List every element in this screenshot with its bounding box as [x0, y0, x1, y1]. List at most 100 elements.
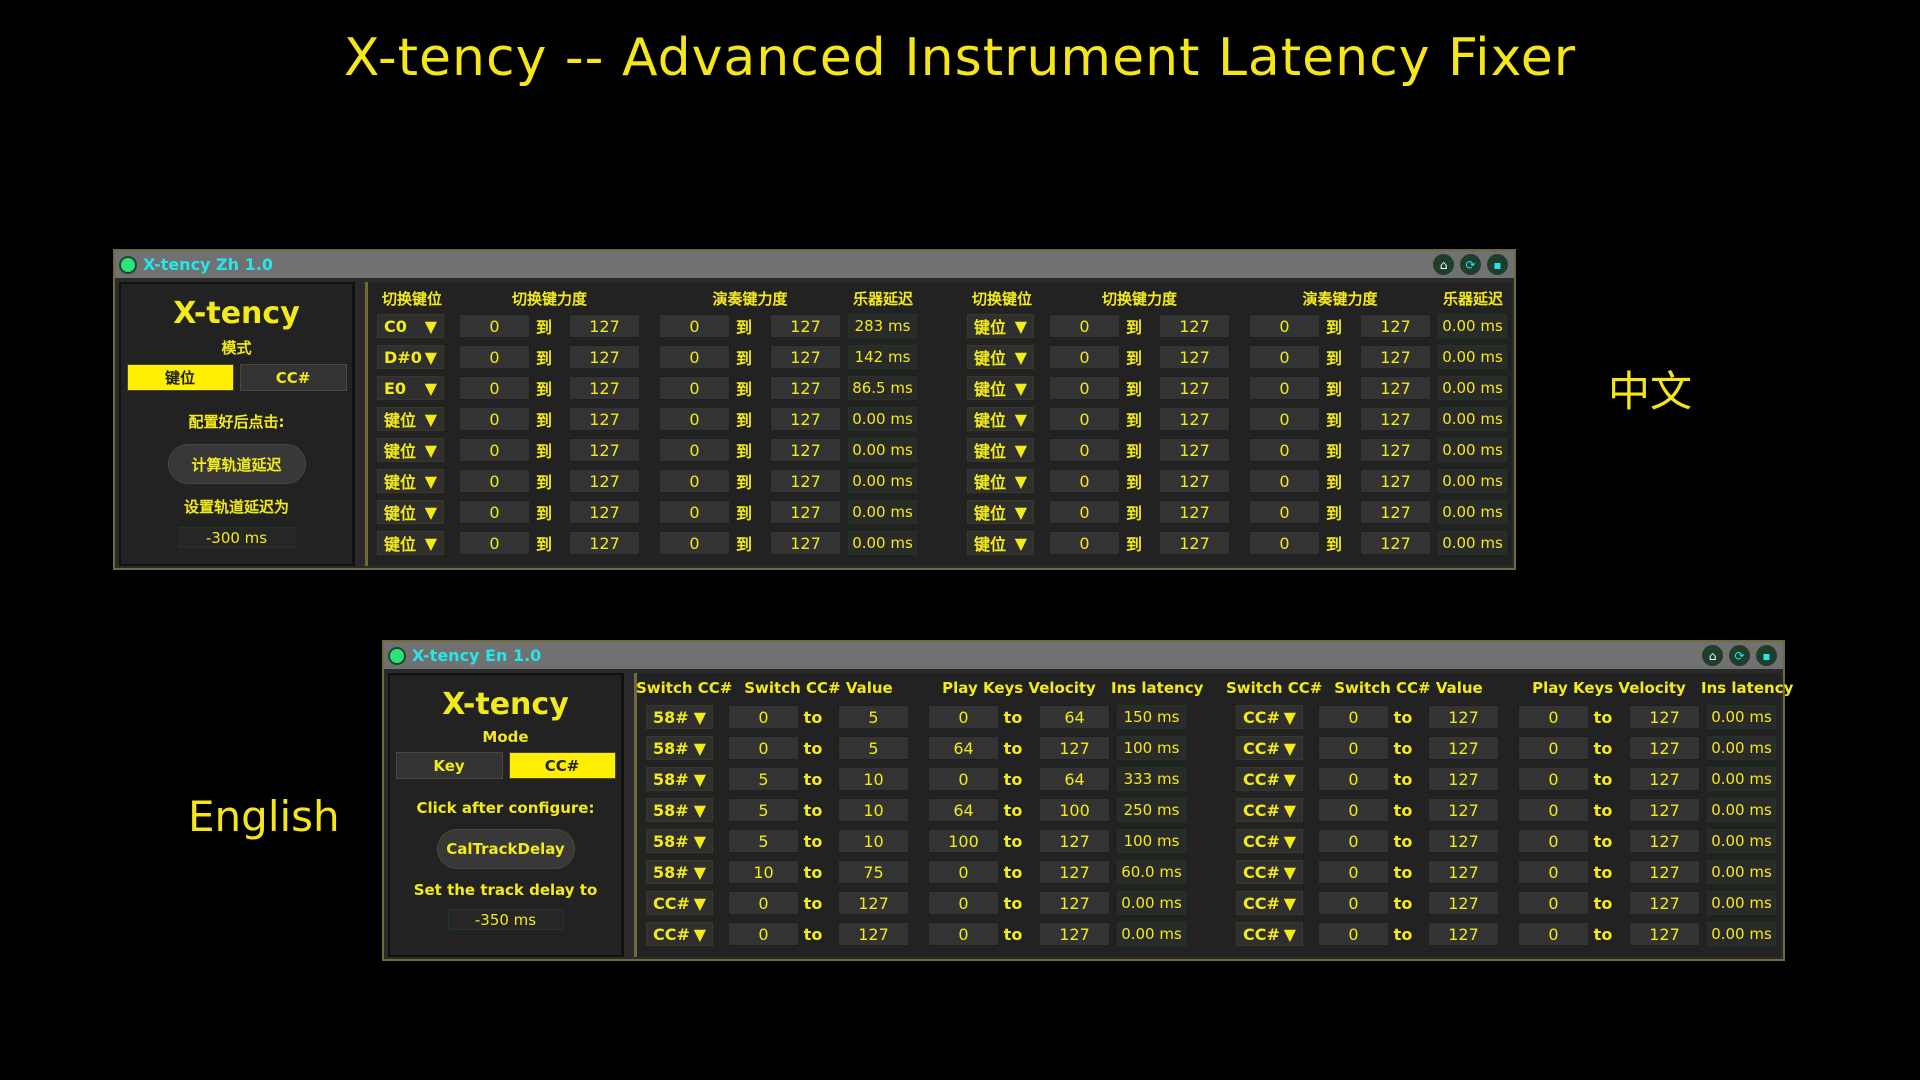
switch-min-input[interactable]: 0 [459, 469, 530, 493]
velocity-max-input[interactable]: 127 [1039, 829, 1110, 853]
latency-input[interactable]: 0.00 ms [1707, 922, 1776, 946]
switch-max-input[interactable]: 127 [569, 314, 640, 338]
switch-max-input[interactable]: 127 [838, 891, 909, 915]
switch-max-input[interactable]: 5 [838, 736, 909, 760]
switch-select[interactable]: CC#▼ [646, 891, 713, 915]
switch-min-input[interactable]: 0 [1318, 829, 1389, 853]
switch-min-input[interactable]: 5 [728, 767, 799, 791]
switch-select[interactable]: 键位▼ [967, 407, 1034, 431]
latency-input[interactable]: 0.00 ms [1117, 891, 1186, 915]
switch-select[interactable]: CC#▼ [1236, 829, 1303, 853]
switch-min-input[interactable]: 0 [1318, 798, 1389, 822]
velocity-min-input[interactable]: 0 [659, 531, 730, 555]
velocity-max-input[interactable]: 64 [1039, 705, 1110, 729]
velocity-max-input[interactable]: 127 [1039, 891, 1110, 915]
switch-min-input[interactable]: 0 [728, 705, 799, 729]
latency-input[interactable]: 100 ms [1117, 829, 1186, 853]
latency-input[interactable]: 0.00 ms [1438, 438, 1507, 462]
mode-button-0[interactable]: 键位 [126, 364, 234, 391]
refresh-icon[interactable]: ⟳ [1729, 645, 1750, 666]
velocity-min-input[interactable]: 0 [1518, 891, 1589, 915]
velocity-max-input[interactable]: 127 [770, 376, 841, 400]
switch-max-input[interactable]: 127 [1428, 860, 1499, 884]
velocity-min-input[interactable]: 0 [659, 376, 730, 400]
switch-select[interactable]: 键位▼ [967, 314, 1034, 338]
velocity-max-input[interactable]: 127 [1629, 922, 1700, 946]
switch-min-input[interactable]: 0 [1318, 767, 1389, 791]
velocity-min-input[interactable]: 0 [659, 500, 730, 524]
switch-max-input[interactable]: 127 [569, 469, 640, 493]
velocity-min-input[interactable]: 100 [928, 829, 999, 853]
switch-select[interactable]: 键位▼ [377, 438, 444, 462]
velocity-min-input[interactable]: 0 [659, 407, 730, 431]
velocity-min-input[interactable]: 0 [1249, 314, 1320, 338]
latency-input[interactable]: 250 ms [1117, 798, 1186, 822]
velocity-max-input[interactable]: 127 [1360, 376, 1431, 400]
switch-max-input[interactable]: 127 [1428, 922, 1499, 946]
switch-select[interactable]: 键位▼ [377, 531, 444, 555]
switch-select[interactable]: C0▼ [377, 314, 444, 338]
velocity-min-input[interactable]: 0 [1249, 345, 1320, 369]
latency-input[interactable]: 0.00 ms [1438, 407, 1507, 431]
latency-input[interactable]: 0.00 ms [1438, 314, 1507, 338]
switch-min-input[interactable]: 0 [728, 891, 799, 915]
switch-max-input[interactable]: 127 [1428, 798, 1499, 822]
switch-max-input[interactable]: 127 [1159, 314, 1230, 338]
latency-input[interactable]: 0.00 ms [848, 438, 917, 462]
switch-min-input[interactable]: 0 [459, 376, 530, 400]
velocity-max-input[interactable]: 127 [1629, 798, 1700, 822]
switch-select[interactable]: 键位▼ [967, 345, 1034, 369]
switch-select[interactable]: 58#▼ [646, 798, 713, 822]
switch-min-input[interactable]: 0 [1049, 407, 1120, 431]
switch-min-input[interactable]: 0 [1049, 469, 1120, 493]
latency-input[interactable]: 0.00 ms [848, 531, 917, 555]
switch-min-input[interactable]: 0 [1049, 438, 1120, 462]
switch-max-input[interactable]: 10 [838, 798, 909, 822]
velocity-max-input[interactable]: 127 [1360, 500, 1431, 524]
latency-input[interactable]: 150 ms [1117, 705, 1186, 729]
link-icon[interactable]: ⌂ [1702, 645, 1723, 666]
switch-min-input[interactable]: 10 [728, 860, 799, 884]
switch-min-input[interactable]: 0 [459, 345, 530, 369]
velocity-min-input[interactable]: 0 [928, 767, 999, 791]
velocity-max-input[interactable]: 127 [1039, 736, 1110, 760]
latency-input[interactable]: 142 ms [848, 345, 917, 369]
switch-max-input[interactable]: 127 [1428, 767, 1499, 791]
velocity-max-input[interactable]: 127 [1629, 860, 1700, 884]
velocity-max-input[interactable]: 127 [1629, 829, 1700, 853]
velocity-min-input[interactable]: 0 [928, 922, 999, 946]
switch-select[interactable]: 键位▼ [967, 438, 1034, 462]
velocity-min-input[interactable]: 0 [1518, 860, 1589, 884]
switch-select[interactable]: 58#▼ [646, 705, 713, 729]
switch-max-input[interactable]: 5 [838, 705, 909, 729]
velocity-min-input[interactable]: 0 [659, 438, 730, 462]
velocity-max-input[interactable]: 64 [1039, 767, 1110, 791]
latency-input[interactable]: 0.00 ms [1707, 705, 1776, 729]
velocity-min-input[interactable]: 0 [1249, 376, 1320, 400]
switch-select[interactable]: 键位▼ [967, 469, 1034, 493]
switch-max-input[interactable]: 127 [1159, 376, 1230, 400]
latency-input[interactable]: 60.0 ms [1117, 860, 1186, 884]
switch-max-input[interactable]: 127 [1428, 736, 1499, 760]
switch-max-input[interactable]: 127 [1159, 345, 1230, 369]
velocity-max-input[interactable]: 127 [770, 407, 841, 431]
latency-input[interactable]: 0.00 ms [1438, 469, 1507, 493]
mode-button-1[interactable]: CC# [508, 752, 616, 779]
switch-min-input[interactable]: 0 [728, 922, 799, 946]
switch-max-input[interactable]: 127 [1159, 531, 1230, 555]
velocity-max-input[interactable]: 127 [1629, 891, 1700, 915]
switch-max-input[interactable]: 127 [569, 376, 640, 400]
switch-select[interactable]: 键位▼ [377, 500, 444, 524]
switch-max-input[interactable]: 127 [1159, 438, 1230, 462]
switch-select[interactable]: 58#▼ [646, 829, 713, 853]
switch-min-input[interactable]: 0 [1049, 345, 1120, 369]
switch-select[interactable]: E0▼ [377, 376, 444, 400]
switch-select[interactable]: CC#▼ [1236, 922, 1303, 946]
switch-select[interactable]: CC#▼ [1236, 798, 1303, 822]
velocity-max-input[interactable]: 127 [770, 345, 841, 369]
velocity-max-input[interactable]: 127 [1360, 438, 1431, 462]
latency-input[interactable]: 0.00 ms [1707, 767, 1776, 791]
mode-button-1[interactable]: CC# [239, 364, 347, 391]
switch-min-input[interactable]: 0 [1049, 500, 1120, 524]
save-icon[interactable]: ▪ [1756, 645, 1777, 666]
